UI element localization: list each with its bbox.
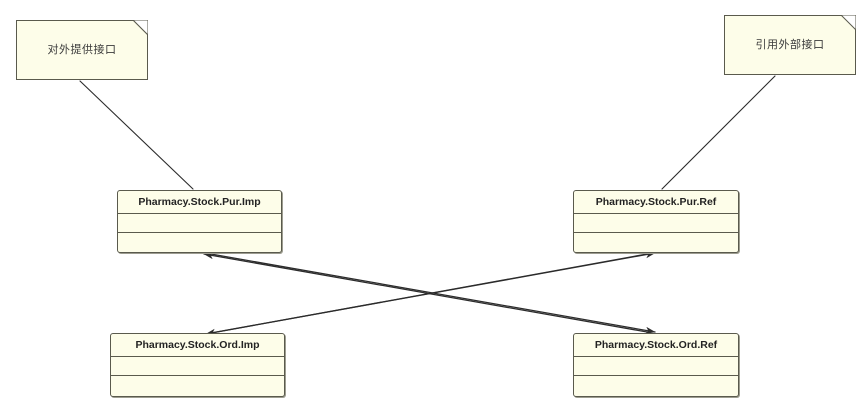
connector-ord-ref-to-pur-imp[interactable]	[203, 252, 648, 333]
class-attributes-compartment	[111, 357, 284, 376]
class-attributes-compartment	[574, 357, 738, 376]
note-fold-corner-icon	[841, 15, 856, 30]
class-operations-compartment	[111, 376, 284, 396]
class-attributes-compartment	[574, 214, 738, 233]
class-box-pharmacy-stock-ord-ref[interactable]: Pharmacy.Stock.Ord.Ref	[573, 333, 739, 397]
class-title-compartment: Pharmacy.Stock.Pur.Imp	[118, 191, 281, 214]
class-operations-compartment	[574, 376, 738, 396]
note-references-interface-text: 引用外部接口	[755, 38, 825, 51]
note-fold-corner-icon	[133, 20, 148, 35]
class-box-pharmacy-stock-pur-imp[interactable]: Pharmacy.Stock.Pur.Imp	[117, 190, 282, 253]
class-operations-compartment	[118, 233, 281, 252]
class-box-pharmacy-stock-ord-imp[interactable]: Pharmacy.Stock.Ord.Imp	[110, 333, 285, 397]
class-title-compartment: Pharmacy.Stock.Ord.Ref	[574, 334, 738, 357]
class-name-label: Pharmacy.Stock.Pur.Imp	[138, 196, 261, 208]
connector-note-to-pur-ref[interactable]	[661, 75, 776, 190]
note-references-interface[interactable]: 引用外部接口	[724, 15, 856, 75]
class-name-label: Pharmacy.Stock.Pur.Ref	[595, 196, 717, 208]
connector-pur-ref-to-ord-imp[interactable]	[205, 253, 648, 336]
note-provides-interface[interactable]: 对外提供接口	[16, 20, 148, 80]
connector-ord-imp-to-pur-ref[interactable]	[210, 251, 656, 334]
class-box-pharmacy-stock-pur-ref[interactable]: Pharmacy.Stock.Pur.Ref	[573, 190, 739, 253]
note-provides-interface-text: 对外提供接口	[47, 43, 117, 56]
class-title-compartment: Pharmacy.Stock.Pur.Ref	[574, 191, 738, 214]
connector-pur-imp-to-ord-ref[interactable]	[210, 253, 656, 334]
class-name-label: Pharmacy.Stock.Ord.Imp	[135, 339, 260, 351]
connector-note-to-pur-imp[interactable]	[79, 80, 194, 190]
class-title-compartment: Pharmacy.Stock.Ord.Imp	[111, 334, 284, 357]
class-attributes-compartment	[118, 214, 281, 233]
class-name-label: Pharmacy.Stock.Ord.Ref	[594, 339, 718, 351]
class-operations-compartment	[574, 233, 738, 252]
